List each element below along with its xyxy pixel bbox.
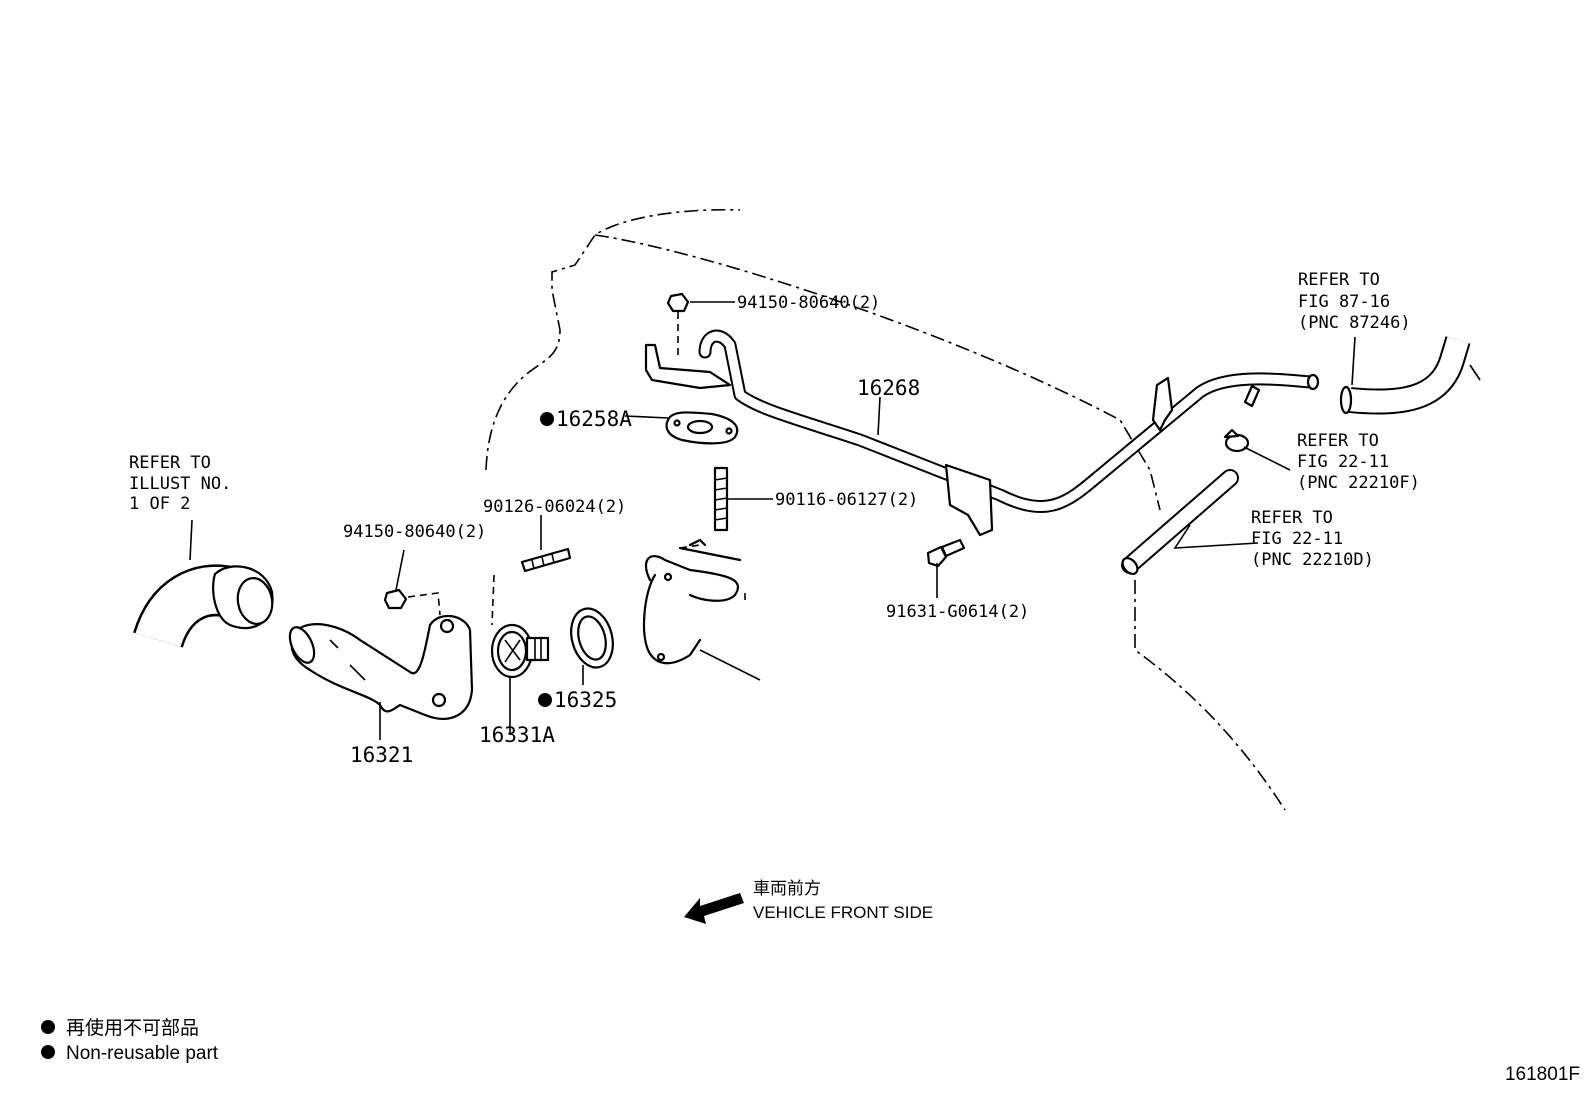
legend-dot-icon xyxy=(41,1045,55,1059)
direction-label-jp: 車両前方 xyxy=(753,879,821,898)
part-labels: 94150-80640(2) 16258A 16268 90116-06127(… xyxy=(343,293,1029,767)
front-direction: 車両前方 VEHICLE FRONT SIDE xyxy=(684,879,933,924)
legend-label-en: Non-reusable part xyxy=(66,1043,219,1064)
legend-dot-icon xyxy=(41,1020,55,1034)
label-thermostat: 16331A xyxy=(479,723,555,747)
label-gasket: 16258A xyxy=(556,407,632,431)
non-reusable-mark xyxy=(538,693,552,707)
label-bolt-left: 94150-80640(2) xyxy=(343,522,486,542)
ref-top-right-line1: REFER TO xyxy=(1298,270,1380,290)
ref-low-right-line1: REFER TO xyxy=(1251,508,1333,528)
stud-right xyxy=(713,466,729,532)
reference-notes: REFER TO ILLUST NO. 1 OF 2 REFER TO FIG … xyxy=(129,270,1420,570)
ref-mid-right-line1: REFER TO xyxy=(1297,431,1379,451)
label-water-inlet: 16321 xyxy=(350,743,413,767)
ref-low-right-line3: (PNC 22210D) xyxy=(1251,550,1374,570)
engine-outline xyxy=(485,208,1286,811)
bolt-right xyxy=(926,538,966,568)
bypass-pipe xyxy=(644,329,1320,537)
figure-id: 161801F xyxy=(1505,1064,1580,1085)
ref-left-line2: ILLUST NO. xyxy=(129,474,231,494)
thermostat-16331A xyxy=(490,623,550,679)
water-outlet-housing xyxy=(642,538,761,681)
label-bolt-top: 94150-80640(2) xyxy=(737,293,880,313)
label-ring: 16325 xyxy=(554,688,617,712)
legend: 再使用不可部品 Non-reusable part xyxy=(41,1017,219,1064)
ring-16325 xyxy=(570,607,614,669)
label-pipe: 16268 xyxy=(857,376,920,400)
hose-lower-right xyxy=(1121,469,1239,575)
leader-lines xyxy=(189,301,1356,740)
hose-clamp xyxy=(1223,428,1250,453)
non-reusable-mark xyxy=(540,412,554,426)
bolt-left xyxy=(383,588,441,616)
gasket-16258A xyxy=(665,411,739,445)
label-stud-right: 90116-06127(2) xyxy=(775,490,918,510)
label-bolt-right: 91631-G0614(2) xyxy=(886,602,1029,622)
ref-left-line3: 1 OF 2 xyxy=(129,494,190,514)
ref-mid-right-line2: FIG 22-11 xyxy=(1297,452,1389,472)
ref-left-line1: REFER TO xyxy=(129,453,211,473)
legend-label-jp: 再使用不可部品 xyxy=(66,1017,199,1039)
water-inlet-16321 xyxy=(288,614,474,720)
bolt-top xyxy=(666,292,690,360)
ref-low-right-line2: FIG 22-11 xyxy=(1251,529,1343,549)
ref-top-right-line3: (PNC 87246) xyxy=(1298,313,1411,333)
direction-label-en: VEHICLE FRONT SIDE xyxy=(753,903,933,922)
hose-top-right xyxy=(1339,336,1481,415)
ref-top-right-line2: FIG 87-16 xyxy=(1298,292,1390,312)
direction-arrow-icon xyxy=(684,893,744,924)
label-stud-left: 90126-06024(2) xyxy=(483,497,626,517)
hose-left xyxy=(133,564,274,649)
stud-left xyxy=(491,547,572,626)
ref-mid-right-line3: (PNC 22210F) xyxy=(1297,473,1420,493)
